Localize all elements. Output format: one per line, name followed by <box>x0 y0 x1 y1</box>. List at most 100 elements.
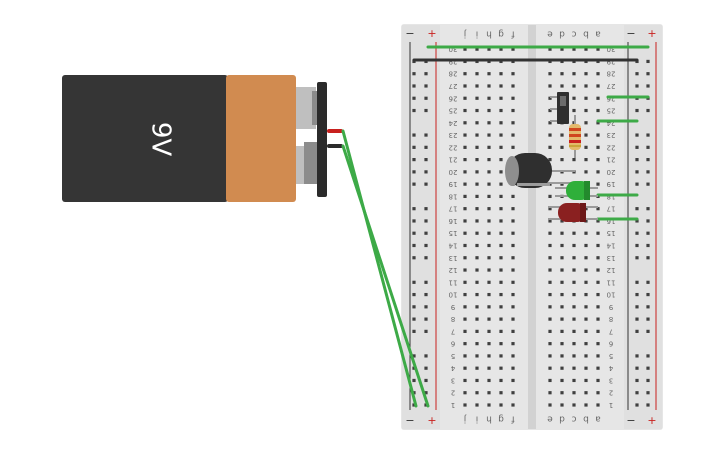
breadboard-hole <box>487 366 491 370</box>
breadboard-hole <box>511 121 515 125</box>
breadboard-hole <box>548 145 552 149</box>
breadboard-hole <box>499 366 503 370</box>
breadboard-hole <box>487 329 491 333</box>
breadboard-hole <box>560 329 564 333</box>
slide-switch <box>550 92 569 124</box>
capacitor <box>505 153 575 188</box>
rail-left-area <box>402 25 440 429</box>
breadboard-hole <box>511 268 515 272</box>
breadboard-hole <box>463 145 467 149</box>
row-number-label: 15 <box>607 229 616 237</box>
breadboard-hole <box>487 292 491 297</box>
breadboard-hole <box>548 108 552 113</box>
breadboard-hole <box>560 72 564 76</box>
row-number-label: 14 <box>448 241 457 249</box>
breadboard-hole <box>463 207 467 211</box>
center-channel <box>528 25 536 429</box>
breadboard-hole <box>463 72 467 76</box>
rail-hole <box>412 378 416 383</box>
breadboard-hole <box>596 84 600 88</box>
rail-hole <box>412 256 416 260</box>
snap-lead-black <box>327 144 343 148</box>
column-letter-label: i <box>476 414 479 424</box>
row-number-label: 19 <box>449 180 458 188</box>
breadboard-hole <box>511 280 515 284</box>
breadboard-hole <box>548 207 552 211</box>
rail-hole <box>646 378 650 383</box>
breadboard-hole <box>475 305 479 309</box>
breadboard-hole <box>560 268 564 272</box>
rail-hole <box>635 256 639 260</box>
row-number-label: 11 <box>607 278 616 286</box>
rail-hole <box>646 158 650 162</box>
breadboard-hole <box>463 268 467 272</box>
rail-hole <box>412 403 416 407</box>
row-number-label: 9 <box>451 303 455 311</box>
row-number-label: 16 <box>448 217 457 225</box>
breadboard-hole <box>499 121 503 125</box>
breadboard-hole <box>596 170 600 174</box>
breadboard-hole <box>548 72 552 76</box>
row-number-label: 12 <box>607 266 616 274</box>
breadboard-hole <box>487 158 491 162</box>
breadboard-hole <box>499 268 503 272</box>
row-number-label: 21 <box>449 156 458 164</box>
rail-hole <box>424 145 428 149</box>
breadboard-hole <box>596 145 600 149</box>
row-number-label: 3 <box>451 376 455 384</box>
row-number-label: 27 <box>449 82 458 90</box>
breadboard-hole <box>463 342 467 346</box>
rail-hole <box>424 96 428 100</box>
breadboard-hole <box>499 182 503 186</box>
breadboard-hole <box>511 342 515 346</box>
breadboard-hole <box>548 366 552 370</box>
breadboard-hole <box>511 403 515 407</box>
breadboard-hole <box>548 158 552 162</box>
row-number-label: 27 <box>607 82 616 90</box>
breadboard-hole <box>475 403 479 407</box>
rail-hole <box>635 231 639 235</box>
row-number-label: 22 <box>449 143 458 151</box>
breadboard-hole <box>584 96 588 100</box>
breadboard-hole <box>572 317 576 321</box>
breadboard-hole <box>560 391 564 395</box>
breadboard-hole <box>548 96 552 100</box>
breadboard-hole <box>596 96 600 100</box>
breadboard-hole <box>596 342 600 346</box>
breadboard-hole <box>499 243 503 248</box>
breadboard-hole <box>463 292 467 297</box>
breadboard-hole <box>499 231 503 235</box>
breadboard-hole <box>475 182 479 186</box>
resistor <box>569 115 581 158</box>
rail-hole <box>424 219 428 223</box>
breadboard-hole <box>572 243 576 248</box>
row-number-label: 19 <box>607 180 616 188</box>
row-number-label: 5 <box>451 352 455 360</box>
breadboard-hole <box>596 182 600 186</box>
rail-hole <box>646 280 650 284</box>
breadboard-hole <box>463 317 467 321</box>
rail-hole <box>635 391 639 395</box>
breadboard-hole <box>499 108 503 113</box>
breadboard-hole <box>499 317 503 321</box>
breadboard-hole <box>596 403 600 407</box>
breadboard-hole <box>548 47 552 51</box>
rail-hole <box>635 403 639 407</box>
breadboard-hole <box>560 305 564 309</box>
breadboard-hole <box>548 317 552 321</box>
breadboard-hole <box>560 243 564 248</box>
column-letter-label: e <box>547 29 553 39</box>
wire-battery-positive <box>341 129 418 408</box>
breadboard-hole <box>475 194 479 199</box>
rail-hole <box>646 72 650 76</box>
breadboard-hole <box>463 133 467 137</box>
breadboard-hole <box>499 84 503 88</box>
breadboard-hole <box>596 317 600 321</box>
rail-hole <box>635 329 639 333</box>
column-letter-label: c <box>571 29 576 39</box>
breadboard-hole <box>475 329 479 333</box>
breadboard-hole <box>463 391 467 395</box>
rail-hole <box>635 182 639 186</box>
breadboard-hole <box>475 47 479 51</box>
